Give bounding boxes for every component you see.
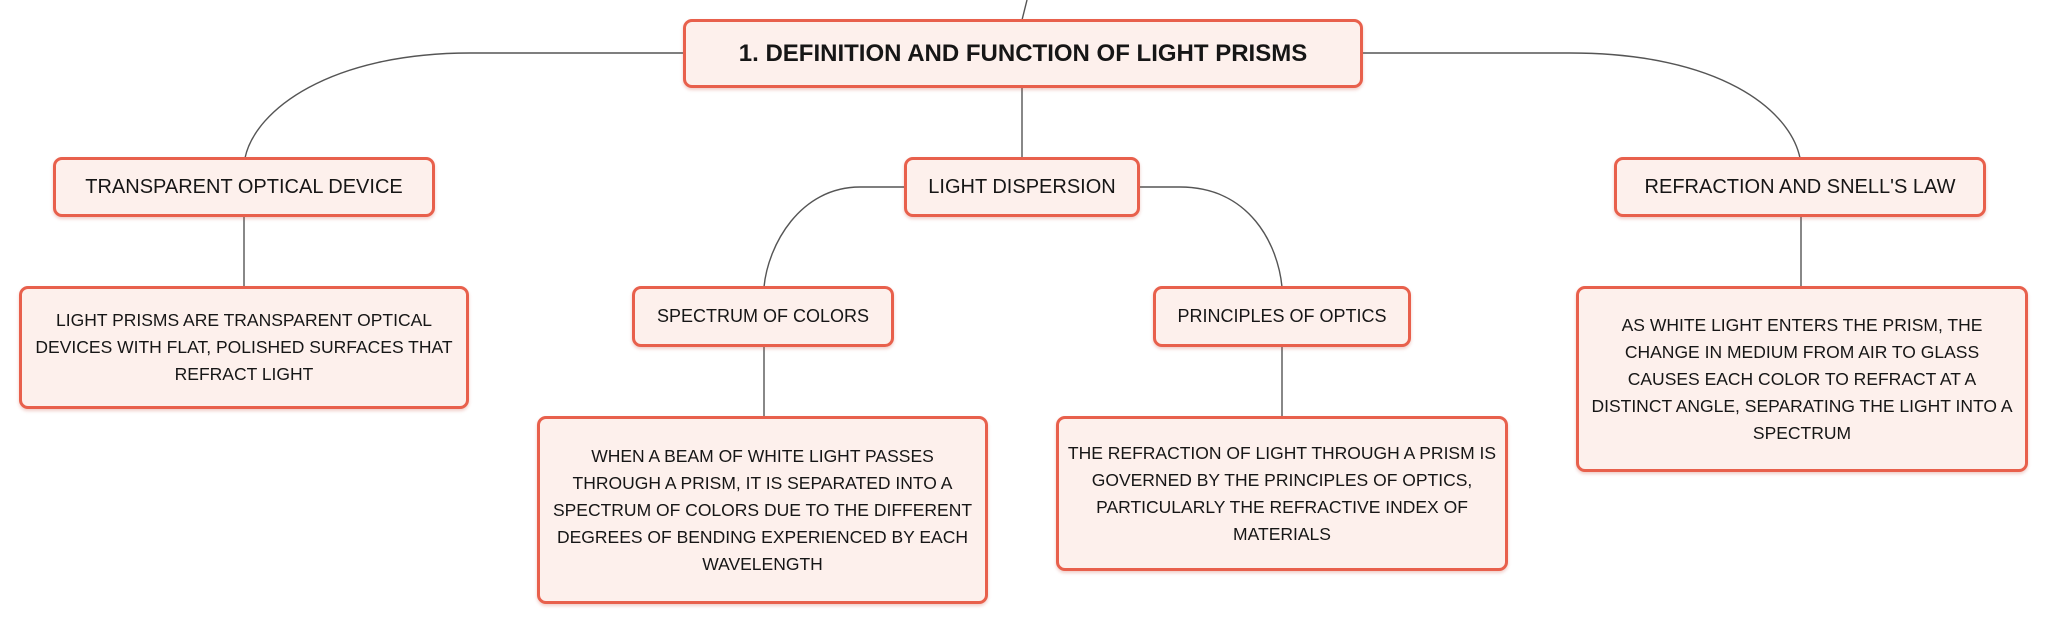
connector-dispersion-to-spectrum bbox=[763, 186, 904, 288]
detail-text: LIGHT PRISMS ARE TRANSPARENT OPTICAL DEV… bbox=[35, 310, 453, 384]
root-topic-label: 1. DEFINITION AND FUNCTION OF LIGHT PRIS… bbox=[738, 39, 1308, 67]
topic-refraction-snells-law[interactable]: REFRACTION AND SNELL'S LAW bbox=[1614, 157, 1986, 217]
topic-label: LIGHT DISPERSION bbox=[928, 175, 1116, 198]
subtopic-spectrum-of-colors[interactable]: SPECTRUM OF COLORS bbox=[632, 286, 894, 347]
detail-transparent-optical-device[interactable]: LIGHT PRISMS ARE TRANSPARENT OPTICAL DEV… bbox=[19, 286, 469, 409]
detail-spectrum-of-colors[interactable]: WHEN A BEAM OF WHITE LIGHT PASSES THROUG… bbox=[537, 416, 988, 604]
connector-dispersion-to-optics bbox=[1140, 186, 1283, 288]
subtopic-label: PRINCIPLES OF OPTICS bbox=[1177, 306, 1387, 326]
connector-root-to-transparent bbox=[244, 52, 684, 159]
topic-label: TRANSPARENT OPTICAL DEVICE bbox=[85, 175, 403, 198]
detail-text: THE REFRACTION OF LIGHT THROUGH A PRISM … bbox=[1067, 442, 1497, 544]
detail-text: AS WHITE LIGHT ENTERS THE PRISM, THE CHA… bbox=[1591, 314, 2013, 443]
connector-parent-to-root bbox=[1021, 0, 1028, 21]
detail-refraction-snells-law[interactable]: AS WHITE LIGHT ENTERS THE PRISM, THE CHA… bbox=[1576, 286, 2028, 472]
topic-light-dispersion[interactable]: LIGHT DISPERSION bbox=[904, 157, 1140, 217]
topic-transparent-optical-device[interactable]: TRANSPARENT OPTICAL DEVICE bbox=[53, 157, 435, 217]
subtopic-principles-of-optics[interactable]: PRINCIPLES OF OPTICS bbox=[1153, 286, 1411, 347]
subtopic-label: SPECTRUM OF COLORS bbox=[656, 306, 870, 326]
root-topic[interactable]: 1. DEFINITION AND FUNCTION OF LIGHT PRIS… bbox=[683, 19, 1363, 88]
detail-text: WHEN A BEAM OF WHITE LIGHT PASSES THROUG… bbox=[552, 445, 973, 574]
detail-principles-of-optics[interactable]: THE REFRACTION OF LIGHT THROUGH A PRISM … bbox=[1056, 416, 1508, 571]
connector-root-to-refraction bbox=[1361, 52, 1801, 159]
topic-label: REFRACTION AND SNELL'S LAW bbox=[1644, 175, 1956, 198]
